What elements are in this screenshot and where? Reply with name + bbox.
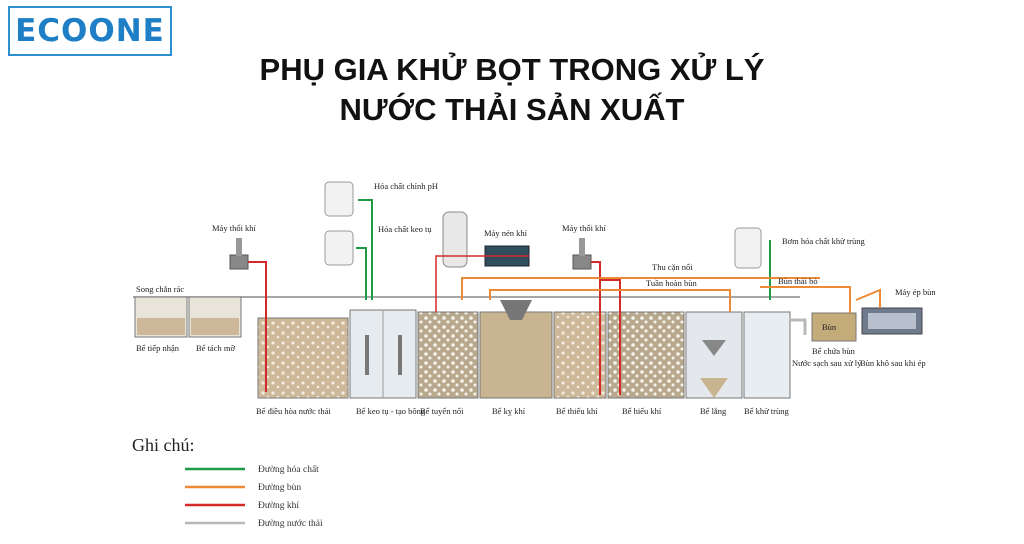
label-bom-hoa-chat: Bơm hóa chất khử trùng: [782, 236, 866, 246]
label-bun-thai-bo: Bùn thải bỏ: [778, 276, 818, 286]
legend-title: Ghi chú:: [132, 435, 195, 455]
label-bun: Bùn: [822, 322, 837, 332]
label-be-dieu-hoa: Bể điều hòa nước thải: [256, 406, 331, 416]
label-nuoc-sach: Nước sạch sau xử lý: [792, 358, 862, 368]
tank-ky-khi: [479, 300, 553, 399]
svg-text:Đường khí: Đường khí: [258, 501, 299, 511]
label-may-thoi-khi-2: Máy thổi khí: [562, 223, 607, 233]
label-bun-kho: Bùn khô sau khi ép: [860, 358, 926, 368]
label-tuan-hoan-bun: Tuần hoàn bùn: [646, 278, 697, 288]
tank-khu-trung: [743, 311, 791, 399]
chem-tank-ph: [324, 181, 354, 217]
label-be-tuyen-noi: Bể tuyển nổi: [420, 406, 464, 416]
chem-tank-keo-tu: [324, 230, 354, 266]
legend-item-khi: Đường khí: [185, 501, 299, 511]
tank-lang: [685, 311, 743, 399]
blower-2: [572, 238, 592, 270]
tank-tach-mo: [188, 296, 242, 338]
legend-item-nuoc-thai: Đường nước thải: [185, 519, 323, 529]
disinfectant-tank: [734, 227, 762, 269]
label-be-khu-trung: Bể khử trùng: [744, 406, 789, 416]
label-song-chan-rac: Song chắn rác: [136, 284, 184, 294]
label-be-hieu-khi: Bể hiếu khí: [622, 406, 662, 416]
blower-1: [229, 238, 249, 270]
tank-keo-tu: [349, 309, 417, 399]
label-may-thoi-khi-1: Máy thổi khí: [212, 223, 257, 233]
tank-chua-bun: [811, 312, 857, 342]
svg-text:Đường hóa chất: Đường hóa chất: [258, 464, 319, 475]
tank-tuyen-noi: [417, 311, 479, 399]
water-outflow: [790, 318, 807, 335]
filter-press: [861, 307, 923, 335]
logo-text: ECOONE: [15, 13, 165, 49]
tank-thieu-khi: [553, 311, 607, 399]
legend-item-bun: Đường bùn: [185, 483, 301, 493]
page-title-line-2: NƯỚC THẢI SẢN XUẤT: [339, 92, 685, 127]
label-be-thieu-khi: Bể thiếu khí: [556, 406, 598, 416]
label-be-tach-mo: Bể tách mỡ: [196, 343, 235, 353]
label-be-tiep-nhan: Bể tiếp nhận: [136, 343, 180, 353]
compressor-tank: [442, 211, 468, 268]
tank-tiep-nhan: [134, 296, 188, 338]
label-may-nen-khi: Máy nén khí: [484, 228, 528, 238]
label-hoa-chat-ph: Hóa chất chỉnh pH: [374, 181, 438, 191]
label-thu-can-noi: Thu cặn nổi: [652, 262, 693, 272]
label-be-lang: Bể lắng: [700, 406, 727, 416]
sludge-lines: [461, 277, 881, 313]
label-be-keo-tu: Bể keo tụ - tạo bông: [356, 406, 426, 416]
page-title-line-1: PHỤ GIA KHỬ BỌT TRONG XỬ LÝ: [259, 52, 765, 87]
label-may-ep-bun: Máy ép bùn: [895, 287, 936, 297]
tank-dieu-hoa: [257, 317, 349, 399]
ecoone-logo: ECOONE: [8, 6, 172, 56]
label-hoa-chat-keo-tu: Hóa chất keo tụ: [378, 224, 432, 234]
legend-item-hoa-chat: Đường hóa chất: [185, 464, 319, 475]
svg-text:Đường bùn: Đường bùn: [258, 483, 301, 493]
air-lines: [248, 255, 621, 395]
label-be-chua-bun: Bể chứa bùn: [812, 346, 856, 356]
chemical-lines: [356, 199, 771, 300]
label-be-ky-khi: Bể kỵ khí: [492, 406, 526, 416]
svg-text:Đường nước thải: Đường nước thải: [258, 519, 323, 529]
